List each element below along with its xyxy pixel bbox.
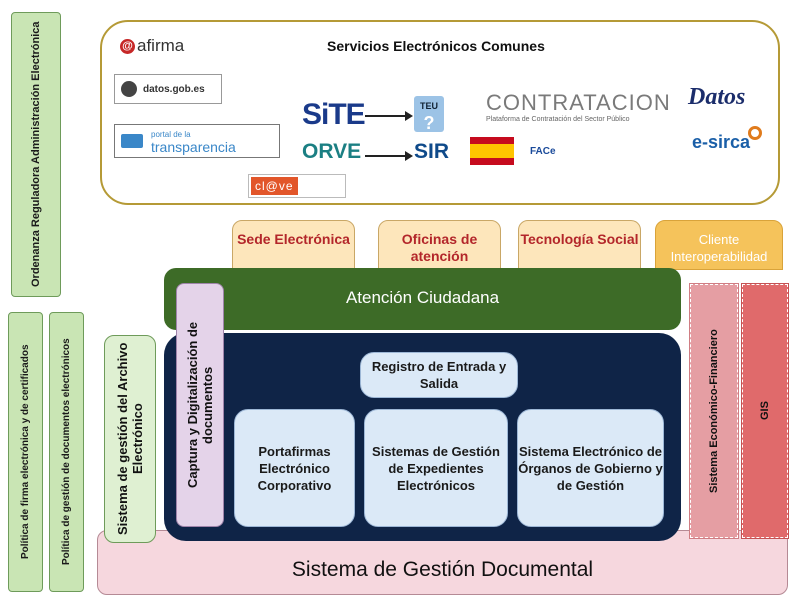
teu-logo: TEU ? bbox=[414, 96, 444, 132]
contratacion-logo: CONTRATACION bbox=[486, 90, 671, 115]
portal-de-la-text: portal de la bbox=[151, 130, 191, 139]
portafirmas-text: Portafirmas Electrónico Corporativo bbox=[257, 443, 332, 493]
atencion-text: Atención Ciudadana bbox=[345, 288, 500, 307]
face-text: FACe bbox=[530, 145, 556, 157]
services-title: Servicios Electrónicos Comunes bbox=[327, 38, 545, 54]
transparencia-icon bbox=[121, 134, 143, 148]
captura-digitalizacion: Captura y Digitalización de documentos bbox=[176, 283, 224, 527]
spain-flag-icon bbox=[470, 137, 514, 165]
tab-sede-electronica[interactable]: Sede Electrónica bbox=[232, 220, 355, 270]
archivo-text: Sistema de gestión del Archivo Electróni… bbox=[115, 342, 145, 536]
expedientes-text: Sistemas de Gestión de Expedientes Elect… bbox=[372, 443, 500, 493]
portafirmas-corporativo: Portafirmas Electrónico Corporativo bbox=[234, 409, 355, 527]
question-icon: ? bbox=[423, 113, 435, 133]
transparencia-text: transparencia bbox=[151, 139, 236, 155]
tab-cliente-interoperabilidad[interactable]: Cliente Interoperabilidad bbox=[655, 220, 783, 270]
registro-entrada-salida: Registro de Entrada y Salida bbox=[360, 352, 518, 398]
face-logo: FACe bbox=[470, 134, 670, 168]
clave-logo: cl@ve bbox=[248, 174, 346, 198]
site-logo: SiTE bbox=[302, 98, 366, 131]
atencion-ciudadana: Atención Ciudadana bbox=[164, 268, 681, 330]
afirma-logo: @ afirma bbox=[120, 36, 184, 56]
sistema-economico-financiero: Sistema Económico-Financiero bbox=[689, 283, 739, 539]
organos-text: Sistema Electrónico de Órganos de Gobier… bbox=[518, 443, 663, 493]
afirma-icon: @ bbox=[120, 38, 135, 54]
transparencia-logo: portal de la transparencia bbox=[114, 124, 280, 158]
tab-oficinas-atencion[interactable]: Oficinas de atención bbox=[378, 220, 501, 270]
gis-text: GIS bbox=[759, 401, 771, 421]
politica-firma-label: Política de firma electrónica y de certi… bbox=[8, 312, 43, 592]
afirma-text: afirma bbox=[137, 36, 185, 55]
datos-gob-text: datos.gob.es bbox=[143, 83, 205, 95]
contratacion-subtitle: Plataforma de Contratación del Sector Pú… bbox=[486, 116, 630, 123]
clave-text: cl@ve bbox=[251, 177, 298, 195]
organos-gobierno: Sistema Electrónico de Órganos de Gobier… bbox=[517, 409, 664, 527]
esirca-icon bbox=[748, 126, 762, 140]
economico-text: Sistema Económico-Financiero bbox=[708, 329, 720, 493]
services-box: Servicios Electrónicos Comunes @ afirma … bbox=[100, 20, 780, 205]
globe-icon bbox=[121, 81, 137, 97]
politica-gestion-text: Política de gestión de documentos electr… bbox=[61, 338, 72, 566]
ordenanza-text: Ordenanza Reguladora Administración Elec… bbox=[30, 21, 42, 288]
gis-system: GIS bbox=[741, 283, 789, 539]
datos-logo: Datos bbox=[688, 84, 746, 110]
esirca-text: e-sirca bbox=[692, 132, 751, 152]
registro-text: Registro de Entrada y Salida bbox=[371, 359, 507, 391]
esirca-logo: e-sirca bbox=[692, 126, 762, 153]
arrows-graphic bbox=[365, 111, 413, 161]
politica-gestion-label: Política de gestión de documentos electr… bbox=[49, 312, 84, 592]
politica-firma-text: Política de firma electrónica y de certi… bbox=[20, 344, 31, 560]
sir-logo: SIR bbox=[414, 140, 450, 163]
sgd-text: Sistema de Gestión Documental bbox=[291, 558, 594, 581]
gestion-expedientes: Sistemas de Gestión de Expedientes Elect… bbox=[364, 409, 508, 527]
captura-text: Captura y Digitalización de documentos bbox=[185, 321, 215, 489]
tab-tecnologia-social[interactable]: Tecnología Social bbox=[518, 220, 641, 270]
orve-logo: ORVE bbox=[302, 140, 362, 163]
datos-gob-logo: datos.gob.es bbox=[114, 74, 222, 104]
ordenanza-label: Ordenanza Reguladora Administración Elec… bbox=[11, 12, 61, 297]
archivo-electronico: Sistema de gestión del Archivo Electróni… bbox=[104, 335, 156, 543]
teu-text: TEU bbox=[420, 101, 438, 111]
